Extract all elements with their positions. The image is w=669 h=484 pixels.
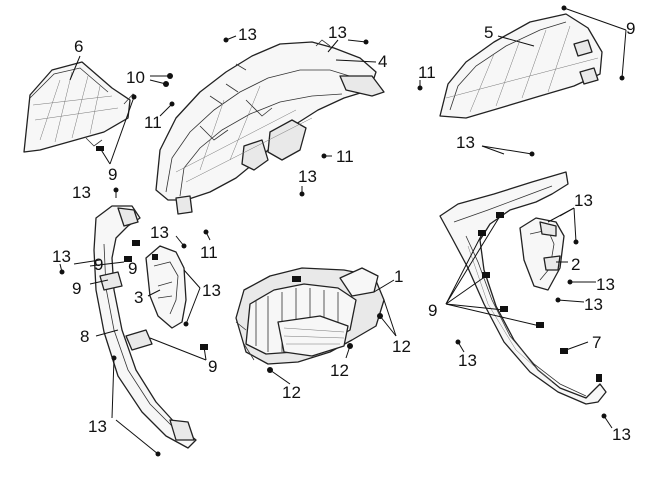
callout-5: 5 <box>484 23 493 42</box>
callout-6: 6 <box>74 37 83 56</box>
callout-2: 2 <box>571 255 580 274</box>
callout-13: 13 <box>52 247 71 266</box>
callout-12: 12 <box>330 361 349 380</box>
leader-lines <box>59 7 627 455</box>
callout-11: 11 <box>418 63 436 82</box>
callout-9: 9 <box>108 165 117 184</box>
callout-4: 4 <box>378 52 387 71</box>
part-5-side-panel <box>439 13 603 119</box>
callout-3: 3 <box>134 288 143 307</box>
part-7-right-side-panel <box>439 171 607 405</box>
callout-9: 9 <box>94 255 103 274</box>
callout-12: 12 <box>282 383 301 402</box>
callout-12: 12 <box>392 337 411 356</box>
part-1-center-housing <box>235 267 385 365</box>
callout-13: 13 <box>456 133 475 152</box>
callout-13: 13 <box>88 417 107 436</box>
callout-8: 8 <box>80 327 89 346</box>
callout-9: 9 <box>428 301 437 320</box>
callout-13: 13 <box>150 223 169 242</box>
callout-13: 13 <box>458 351 477 370</box>
part-6-visor <box>23 61 137 153</box>
callout-11: 11 <box>144 113 162 132</box>
callout-9: 9 <box>626 19 635 38</box>
callout-13: 13 <box>584 295 603 314</box>
part-2-right-bracket <box>519 217 565 291</box>
callout-10: 10 <box>126 68 145 87</box>
part-3-inner-bracket <box>145 245 187 329</box>
callout-13: 13 <box>72 183 91 202</box>
callout-13: 13 <box>298 167 317 186</box>
callout-7: 7 <box>592 333 601 352</box>
callout-9: 9 <box>72 279 81 298</box>
callout-13: 13 <box>328 23 347 42</box>
callout-13: 13 <box>238 25 257 44</box>
callout-labels: 1 2 3 4 5 6 7 8 9 9 9 9 9 9 9 10 11 11 1… <box>52 19 635 444</box>
callout-11: 11 <box>336 147 354 166</box>
callout-1: 1 <box>394 267 403 286</box>
callout-9: 9 <box>128 259 137 278</box>
callout-9: 9 <box>208 357 217 376</box>
part-4-front-cowl <box>155 39 385 215</box>
part-8-left-side-strip <box>93 205 208 449</box>
callout-13: 13 <box>596 275 615 294</box>
callout-13: 13 <box>612 425 631 444</box>
callout-13: 13 <box>574 191 593 210</box>
callout-13: 13 <box>202 281 221 300</box>
callout-11: 11 <box>200 243 218 262</box>
